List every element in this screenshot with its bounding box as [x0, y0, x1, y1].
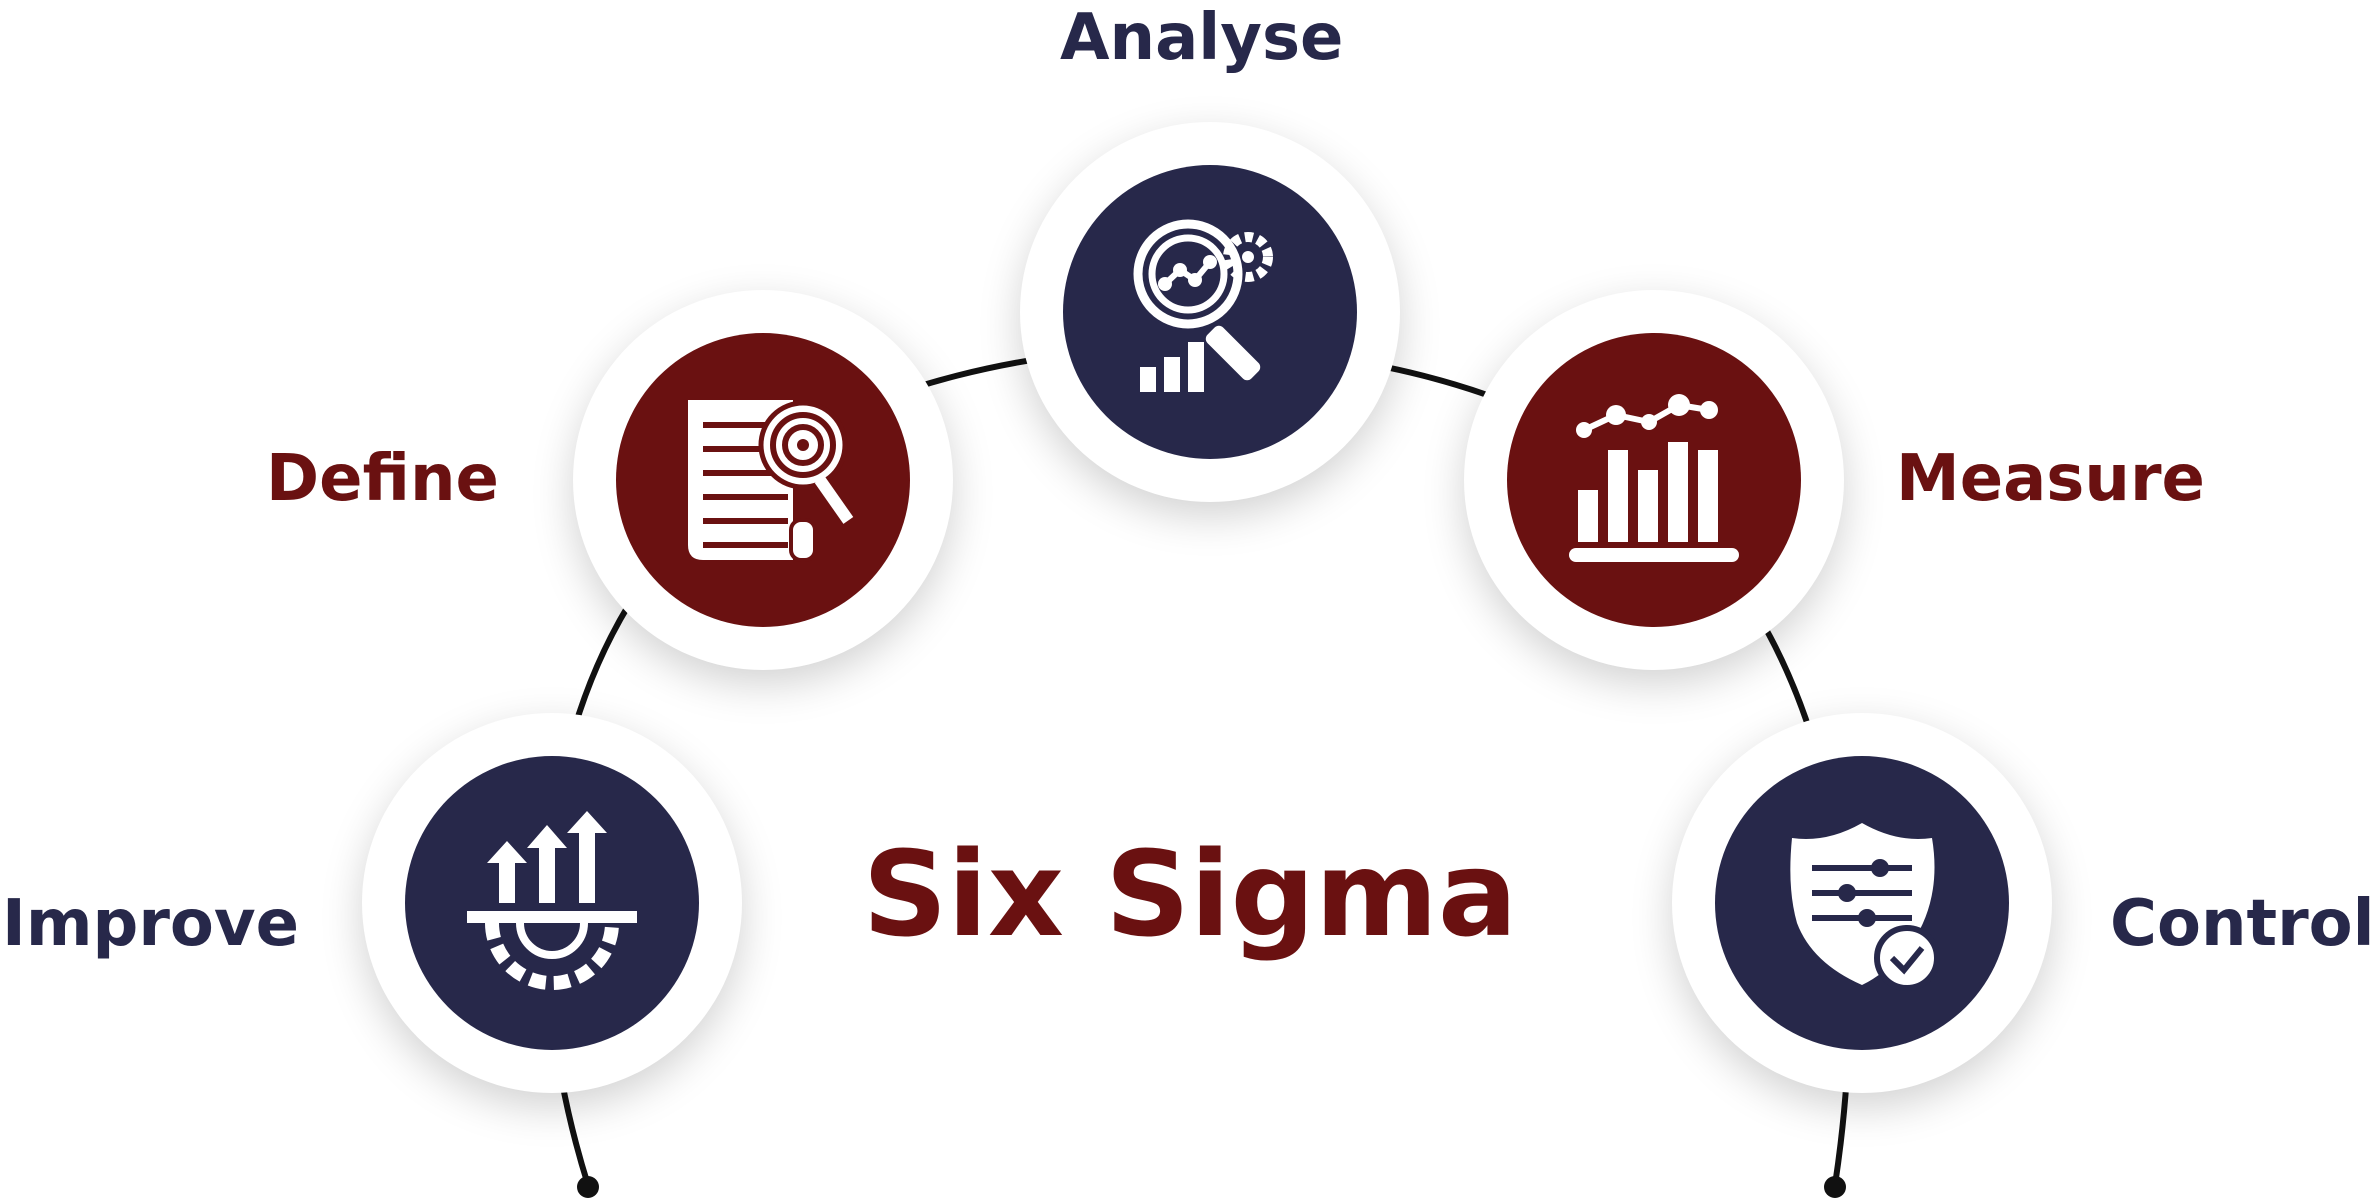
step-define — [573, 290, 953, 670]
step-measure — [1464, 290, 1844, 670]
analyse-badge — [1063, 165, 1357, 459]
label-measure: Measure — [1896, 442, 2205, 516]
shield-sliders-check-icon — [1790, 823, 1940, 991]
connector-end-dot-right — [1824, 1176, 1846, 1198]
step-control — [1672, 713, 2052, 1093]
improve-badge — [405, 756, 699, 1050]
control-badge — [1715, 756, 2009, 1050]
label-analyse: Analyse — [1060, 1, 1344, 75]
measure-badge — [1507, 333, 1801, 627]
step-analyse — [1020, 122, 1400, 502]
bar-chart-trend-icon — [1569, 394, 1739, 562]
label-define: Define — [266, 442, 499, 516]
define-badge — [616, 333, 910, 627]
connector-end-dot-left — [577, 1176, 599, 1198]
label-control: Control — [2110, 887, 2375, 961]
gear-arrows-up-icon — [467, 811, 637, 990]
magnifier-analytics-icon — [1133, 219, 1273, 392]
document-target-icon — [688, 400, 854, 562]
step-improve — [362, 713, 742, 1093]
page-title: Six Sigma — [862, 825, 1518, 963]
label-improve: Improve — [2, 887, 299, 961]
